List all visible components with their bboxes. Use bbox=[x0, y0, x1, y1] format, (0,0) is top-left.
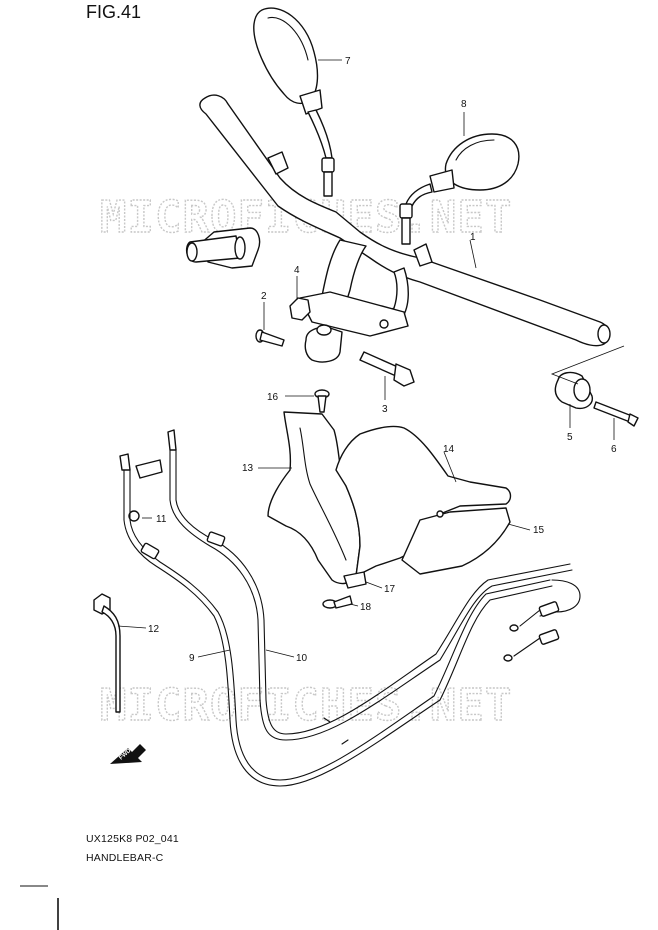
callout-9: 9 bbox=[189, 653, 195, 664]
corner-rule bbox=[20, 885, 59, 930]
screw-lower-part bbox=[322, 595, 353, 609]
callout-3: 3 bbox=[382, 404, 388, 415]
callout-6: 6 bbox=[611, 444, 617, 455]
callout-5: 5 bbox=[567, 432, 573, 443]
handle-cover-rear-part bbox=[335, 425, 512, 577]
handlebar-part bbox=[185, 94, 611, 363]
callout-14: 14 bbox=[443, 444, 455, 455]
callout-numbers: 7 8 1 4 2 3 5 6 16 13 14 15 11 17 18 12 … bbox=[148, 56, 617, 664]
nut-part bbox=[289, 297, 311, 321]
callout-11: 11 bbox=[156, 514, 167, 525]
screw-upper-cover-part bbox=[314, 389, 330, 413]
callout-18: 18 bbox=[360, 602, 372, 613]
clip-nut-part bbox=[343, 571, 367, 589]
handle-cover-front-part bbox=[267, 411, 361, 585]
watermark-bottom: MICROFICHES.NET bbox=[100, 680, 512, 731]
mirror-right-part bbox=[399, 133, 520, 245]
callout-4: 4 bbox=[294, 265, 300, 276]
callout-10: 10 bbox=[296, 653, 308, 664]
forward-direction-arrow: FWD bbox=[110, 744, 146, 764]
bolt-long-part bbox=[359, 351, 415, 387]
callout-13: 13 bbox=[242, 463, 254, 474]
clamp-band-part bbox=[93, 593, 121, 713]
callout-1: 1 bbox=[470, 232, 476, 243]
callout-15: 15 bbox=[533, 525, 545, 536]
callout-7: 7 bbox=[345, 56, 351, 67]
balancer-weight-part bbox=[554, 371, 593, 410]
callout-16: 16 bbox=[267, 392, 279, 403]
figure-title: FIG.41 bbox=[86, 2, 142, 22]
model-code-caption: UX125K8 P02_041 bbox=[86, 833, 179, 845]
callout-12: 12 bbox=[148, 624, 160, 635]
cable-guide-bolt-part bbox=[128, 459, 163, 522]
callout-leaders bbox=[117, 59, 625, 658]
callout-17: 17 bbox=[384, 584, 396, 595]
callout-2: 2 bbox=[261, 291, 267, 302]
assembly-name-caption: HANDLEBAR-C bbox=[86, 852, 164, 864]
callout-8: 8 bbox=[461, 99, 467, 110]
screw-long-part bbox=[593, 401, 639, 427]
bolt-small-part bbox=[255, 329, 285, 347]
mirror-left-part bbox=[253, 7, 335, 197]
throttle-cable-part bbox=[119, 429, 581, 787]
